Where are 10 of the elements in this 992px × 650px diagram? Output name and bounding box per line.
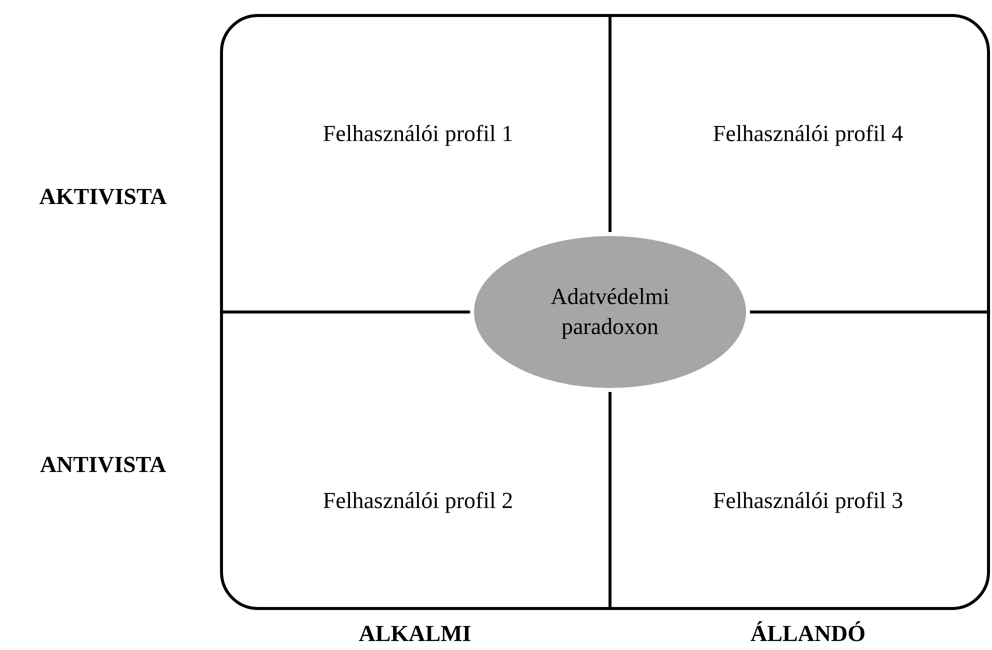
axis-label: ALKALMI (358, 621, 472, 647)
node-label: Adatvédelmi paradoxon (550, 283, 670, 341)
quadrant-label: Felhasználói profil 1 (322, 121, 514, 147)
quadrant-label: Felhasználói profil 2 (322, 488, 514, 514)
axis-label: AKTIVISTA (39, 184, 167, 210)
axis-label: ANTIVISTA (40, 452, 166, 478)
matrix-frame (220, 14, 990, 610)
axis-label: ÁLLANDÓ (750, 621, 866, 647)
quadrant-label: Felhasználói profil 4 (712, 121, 904, 147)
quadrant-label: Felhasználói profil 3 (712, 488, 904, 514)
